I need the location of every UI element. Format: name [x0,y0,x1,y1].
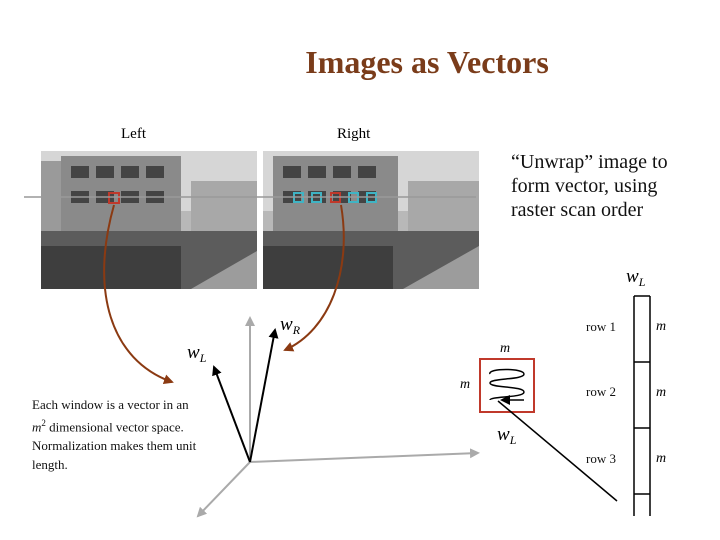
window-width-m: m [500,341,510,356]
row-label-3: row 3 [586,451,616,466]
left-stereo-image [41,151,257,289]
row-label-1: row 1 [586,319,616,334]
row2-m: m [656,385,666,400]
note-m: m [32,419,42,435]
left-image-label: Left [121,126,146,142]
window-height-m: m [460,377,470,392]
unwrap-link-line [497,400,618,502]
axis-horizontal [249,448,480,463]
vector-wR [249,328,279,463]
label-wL-column: wL [626,266,646,289]
right-window-arrow [283,204,345,352]
window-box [479,358,535,413]
right-image-label: Right [337,126,371,142]
note-superscript: 2 [41,418,46,428]
note-part-1: Each window is a vector in an [32,397,189,412]
label-wR-main: wR [280,314,301,337]
note-part-2: dimensional vector space. Normalization … [32,419,197,473]
left-window-marker [108,192,120,204]
left-window-arrow [103,204,174,385]
row-label-2: row 2 [586,384,616,399]
row1-m: m [656,319,666,334]
vector-wL [212,365,251,463]
unwrap-caption: “Unwrap” image to form vector, using ras… [511,151,668,221]
raster-scan-path [489,368,525,401]
right-stereo-image [263,151,479,289]
axis-depth [196,461,251,518]
label-wL-window: wL [497,424,517,447]
slide-title: Images as Vectors [305,44,549,80]
vector-note: Each window is a vector in an m2 dimensi… [32,395,202,474]
label-wL-main: wL [187,342,207,365]
row3-m: m [656,451,666,466]
